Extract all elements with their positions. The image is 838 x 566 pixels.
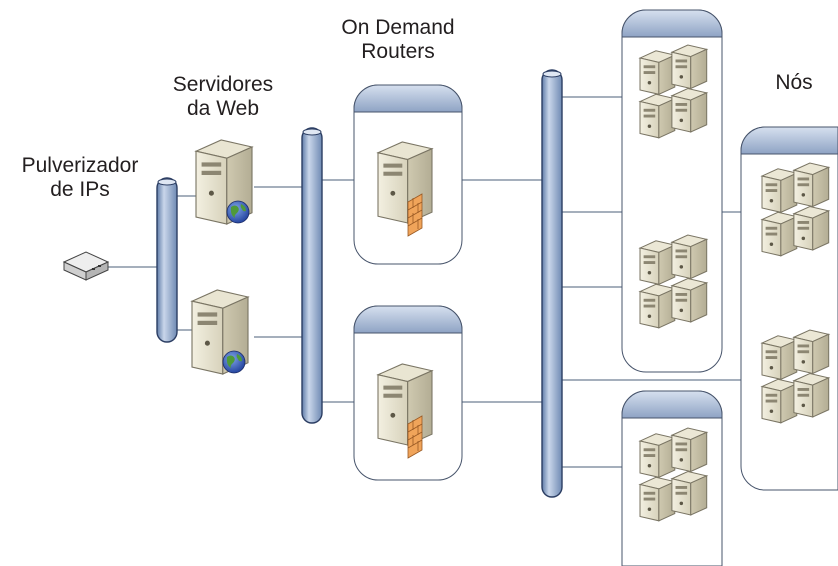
web-server-2: [191, 289, 249, 375]
server-icon: [377, 363, 433, 446]
nodes-label: Nós: [764, 71, 824, 95]
bus-web: [301, 127, 323, 424]
ip-sprayer-device-icon: [62, 251, 110, 281]
odr-label-line-1: On Demand: [341, 16, 455, 39]
web-server-1: [195, 139, 253, 225]
nodes-label-text: Nós: [775, 71, 813, 94]
globe-icon: [226, 200, 250, 224]
web-servers-label-line-2: da Web: [187, 97, 259, 120]
odr-label-line-2: Routers: [361, 40, 435, 63]
sprayer-label-line-1: Pulverizador: [21, 154, 139, 177]
web-servers-label-line-1: Servidores: [172, 73, 274, 96]
sprayer-label: Pulverizador de IPs: [4, 154, 156, 202]
bus-sprayer: [156, 177, 178, 343]
odr-label: On Demand Routers: [330, 16, 466, 64]
web-servers-label: Servidores da Web: [158, 73, 288, 121]
bus-odr: [541, 69, 563, 498]
sprayer-label-line-2: de IPs: [50, 178, 110, 201]
server-icon: [377, 141, 433, 224]
globe-icon: [222, 350, 246, 374]
